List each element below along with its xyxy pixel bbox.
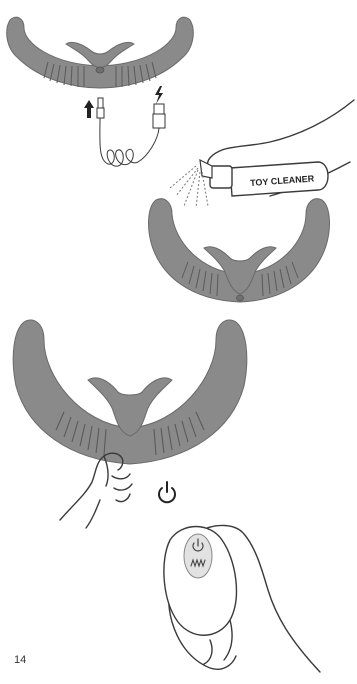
charging-pin-plug [97,98,104,118]
usb-cable [100,118,159,166]
step-power-on-illustration [13,320,247,528]
step-charging-illustration [7,17,194,166]
step-remote-illustration [164,525,320,672]
hand-power-on [60,453,132,528]
page-number: 14 [14,654,26,666]
device-power-on [13,320,247,464]
step-cleaning-illustration: TOY CLEANER [149,100,354,302]
power-icon [159,482,175,502]
arrow-up-icon [84,100,94,118]
device-charging [7,17,194,88]
cleaner-bottle: TOY CLEANER [200,160,328,196]
spray-mist [170,166,208,208]
usb-plug-icon [153,104,165,128]
lightning-bolt-icon [155,86,163,104]
